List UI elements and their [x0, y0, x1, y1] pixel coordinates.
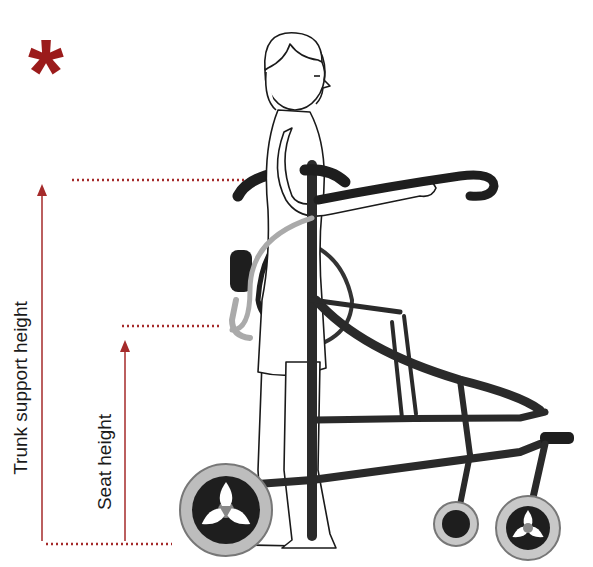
- dimension-arrow: [41, 192, 43, 541]
- front-wheel: [496, 496, 560, 560]
- asterisk-mark: *: [28, 26, 64, 118]
- dotted-guide: [122, 325, 222, 328]
- face-profile: [316, 62, 330, 104]
- dimension-label: Trunk support height: [11, 301, 30, 475]
- eye: [314, 75, 320, 77]
- arrow-head: [37, 184, 47, 196]
- arm: [277, 128, 436, 216]
- dimension-label: Seat height: [95, 414, 114, 510]
- handle: [318, 175, 494, 200]
- brake-lever: [392, 322, 402, 418]
- arrow-head: [120, 340, 130, 352]
- rear-wheel: [180, 464, 272, 556]
- wheels: [180, 464, 560, 560]
- hair: [265, 33, 322, 110]
- brake-lever: [404, 316, 416, 414]
- front-wheel: [434, 502, 478, 546]
- dimension-arrow: [124, 348, 126, 541]
- wheel-hub: [192, 476, 260, 544]
- dotted-guide: [46, 543, 172, 546]
